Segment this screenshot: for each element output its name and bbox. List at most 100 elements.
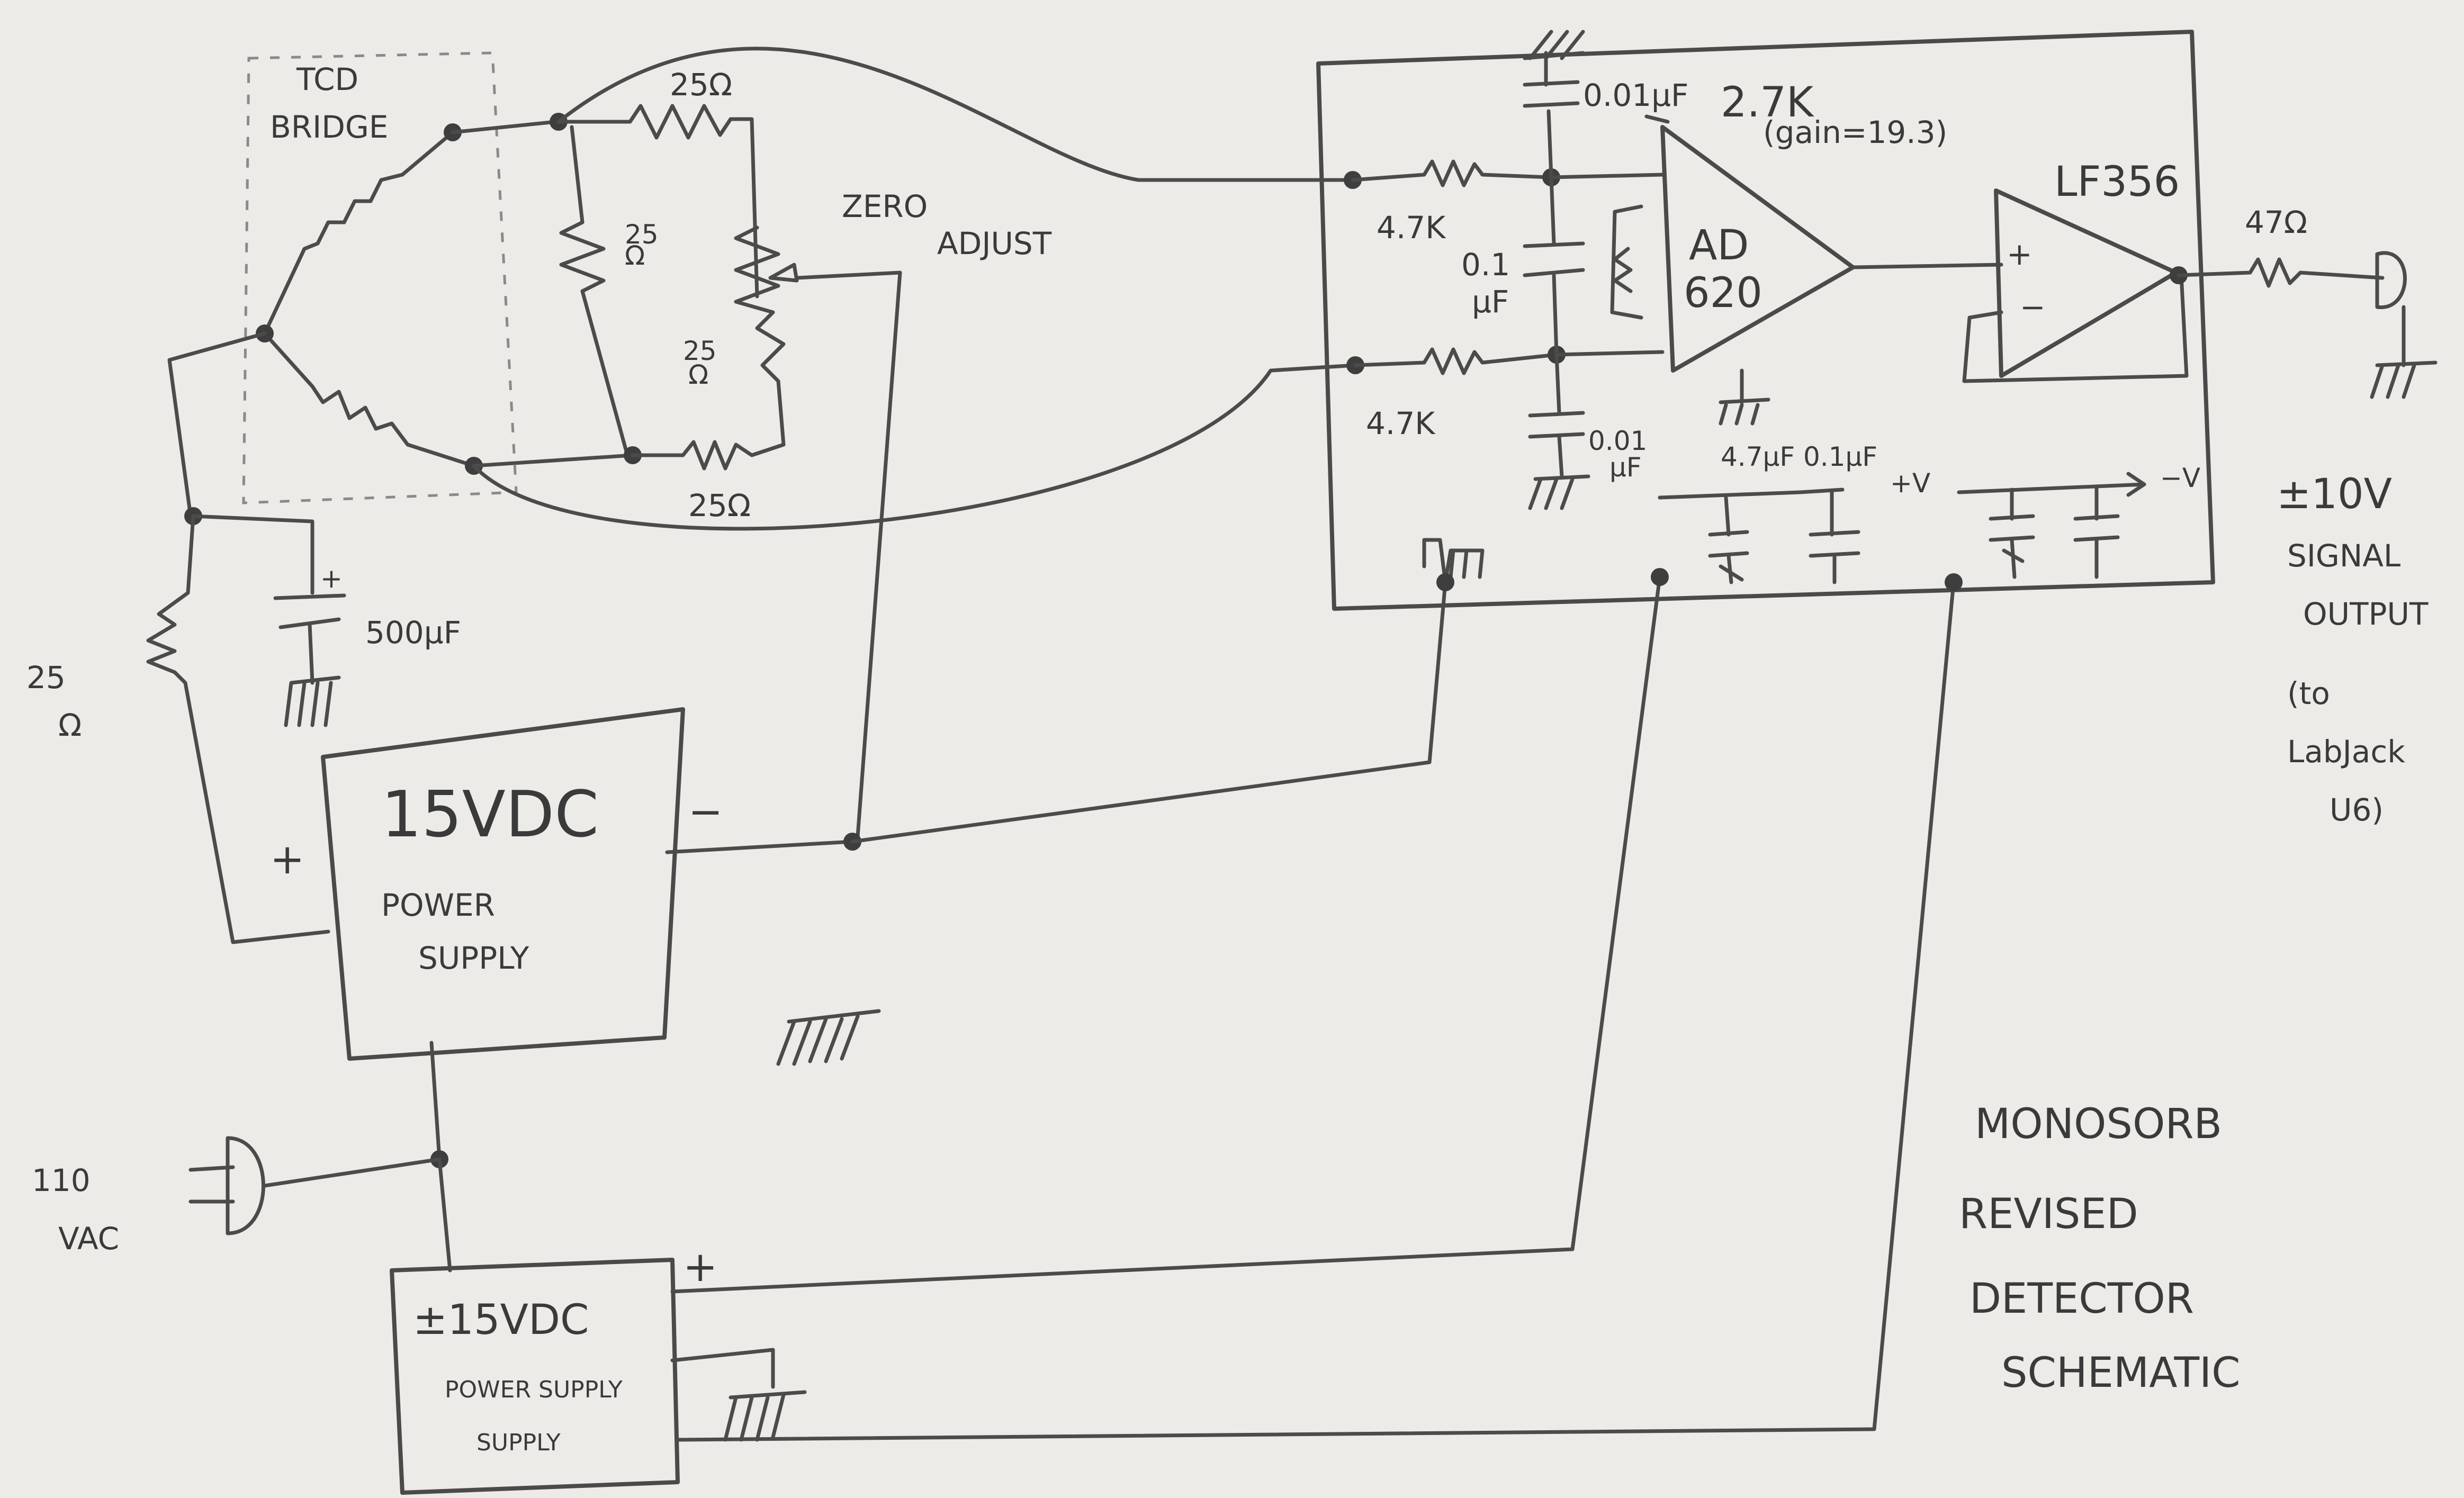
label-r-mid: 25 [625, 219, 659, 250]
resistor-25-supply [146, 514, 330, 944]
wire-inamp-to-opamp [1851, 263, 2003, 269]
label-minus-v: −V [2160, 463, 2200, 493]
ground-cap-bottom [1528, 474, 1590, 510]
title-block: MONOSORB REVISED DETECTOR SCHEMATIC [1959, 1100, 2241, 1397]
node-plus-v [1651, 568, 1669, 586]
cap-500-plus: + [320, 563, 343, 594]
gain-resistor [1610, 204, 1643, 320]
output-jack [2375, 251, 2407, 309]
inamp-label-line1: AD [1689, 222, 1749, 269]
wire-minus-v-rail [1957, 472, 2146, 497]
psu-15vdc: 15VDC POWER SUPPLY + − [270, 580, 1447, 1168]
label-r-mid-unit: Ω [625, 240, 645, 271]
zero-adjust-line2: ADJUST [937, 225, 1052, 261]
bridge-resistor-lower-left [263, 331, 476, 468]
label-r-supply-2: Ω [58, 707, 82, 743]
label-r-in-top: 4.7K [1377, 210, 1446, 246]
label-r-supply-1: 25 [26, 660, 66, 696]
cap-001-bottom [1528, 353, 1585, 479]
ad620-symbol [1660, 125, 1855, 373]
label-r-zero-lower-unit: Ω [688, 359, 708, 390]
output-line1: ±10V [2277, 471, 2392, 518]
ac-label-line2: VAC [58, 1221, 119, 1257]
wire-opamp-feedback [1962, 273, 2189, 383]
lf356-symbol [1994, 188, 2178, 378]
wire-wiper-to-ground [795, 270, 902, 838]
wire-inamp-in-minus [1554, 350, 1665, 357]
output-line5: LabJack [2287, 734, 2405, 770]
cap-500-plate-top [273, 593, 346, 600]
psu-pm15-box [390, 1258, 680, 1495]
title-line4: SCHEMATIC [2001, 1349, 2241, 1397]
wire-common [670, 1348, 775, 1389]
label-c-bottom-1: 0.01 [1588, 426, 1647, 456]
wire-plus-v [670, 575, 1662, 1294]
ground-board [1422, 538, 1485, 584]
label-r-bottom: 25Ω [688, 488, 751, 524]
output-line2: SIGNAL [2287, 538, 2400, 574]
resistor-47-out [2177, 257, 2385, 288]
wire-ac [263, 1157, 442, 1188]
opamp-minus: − [2020, 289, 2046, 325]
psu-pm15vdc: ±15VDC POWER SUPPLY SUPPLY + [390, 575, 1956, 1495]
label-gain-resistor: 2.7K [1721, 79, 1814, 127]
label-gain-note: (gain=19.3) [1763, 114, 1947, 150]
resistor-4k7-bottom [1353, 347, 1559, 375]
ac-input: 110 VAC [32, 1136, 452, 1273]
cap-01uf-plus [1798, 488, 1860, 584]
label-c-mid-1: 0.1 [1461, 247, 1510, 283]
opamp-label: LF356 [2054, 158, 2180, 206]
cap-01uf-minus [2073, 485, 2120, 579]
gain-arrow [1644, 114, 1670, 124]
label-c-top: 0.01μF [1583, 77, 1688, 113]
ground-main [776, 1009, 881, 1066]
bridge-title-line2: BRIDGE [270, 109, 388, 145]
wire-to-capacitor [191, 514, 314, 595]
psu-15-title: 15VDC [381, 778, 599, 852]
ground-inamp [1719, 368, 1770, 426]
ground-pm15 [723, 1390, 807, 1442]
label-r-out: 47Ω [2245, 204, 2307, 240]
zero-adjust-line1: ZERO [842, 188, 928, 224]
wire-bridge-to-input-bottom [472, 363, 1357, 531]
cap-47uf-plus [1658, 490, 1802, 584]
ac-plug-prongs [188, 1165, 235, 1204]
resistor-25-bottom [631, 440, 786, 471]
label-cap-500: 500μF [365, 615, 461, 651]
wire-bridge-top [451, 120, 558, 134]
cap-47uf-minus [1989, 488, 2035, 579]
psu-pm15-subtitle-line2: SUPPLY [476, 1429, 561, 1456]
bridge-title-line1: TCD [296, 61, 358, 97]
opamp-plus: + [2007, 236, 2033, 272]
cap-500-plate-bottom [278, 617, 341, 685]
resistor-25-vertical [559, 125, 630, 457]
label-r-in-bottom: 4.7K [1366, 405, 1436, 441]
psu-pm15-title: ±15VDC [413, 1296, 589, 1344]
wire-minus-to-board-ground [850, 580, 1447, 844]
title-line2: REVISED [1959, 1190, 2138, 1238]
title-line3: DETECTOR [1970, 1275, 2194, 1323]
output-line4: (to [2287, 675, 2330, 711]
wire-psu-minus [665, 840, 855, 854]
label-c-mid-2: μF [1472, 284, 1509, 320]
wire-bridge-bottom [472, 453, 635, 468]
label-r-zero-lower: 25 [683, 336, 717, 366]
label-plus-v: +V [1890, 468, 1930, 499]
ac-plug [226, 1136, 265, 1235]
zero-adjust-wiper [768, 263, 799, 283]
label-r-top: 25Ω [670, 67, 732, 103]
psu-15-subtitle-line2: SUPPLY [418, 940, 529, 976]
amplifier-board: 4.7K 4.7K 0.01μF 0.1 μF 0.01 μF AD 620 2… [472, 30, 2438, 611]
psu-15-plus: + [270, 836, 304, 883]
output-note: ±10V SIGNAL OUTPUT (to LabJack U6) [2277, 471, 2429, 828]
wire-minus-v [676, 580, 1956, 1442]
cap-001-top [1523, 51, 1580, 179]
wire-psu-to-ac [429, 1041, 442, 1161]
resistor-4k7-top [1351, 159, 1553, 187]
psu-15-minus: − [688, 788, 723, 836]
bridge-resistor-upper-left [263, 130, 455, 336]
ac-label-line1: 110 [32, 1162, 91, 1198]
psu-pm15-plus: + [683, 1243, 717, 1291]
